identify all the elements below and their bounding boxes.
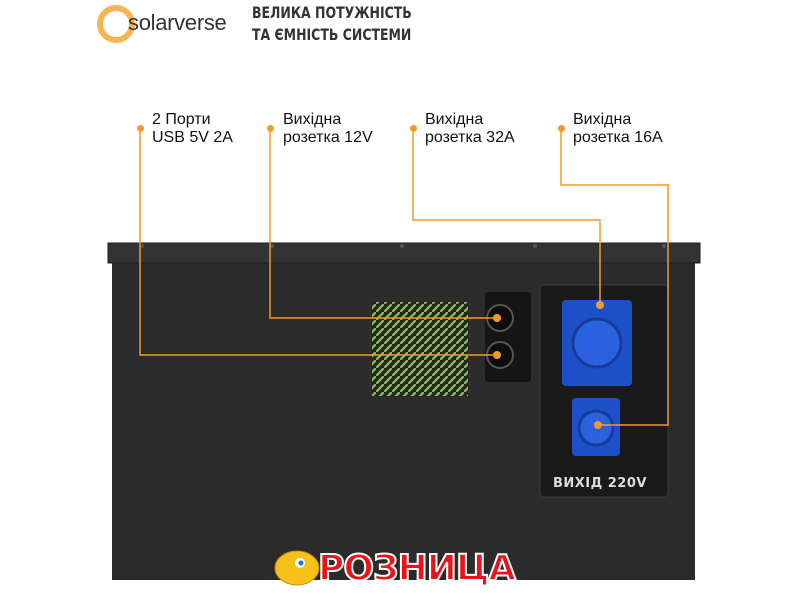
output-panel-label: ВИХІД 220V: [553, 476, 647, 491]
dc-socket-panel: [485, 292, 531, 382]
device-lid: [107, 242, 701, 264]
callout-line: Вихідна: [573, 111, 632, 128]
socket-32a-face: [571, 317, 623, 369]
brand-name: solarverse: [128, 10, 227, 35]
callout-12v: Вихідна розетка 12V: [283, 111, 373, 147]
brand-logo-icon: [97, 5, 135, 43]
callout-line: розетка 16A: [573, 129, 663, 146]
callout-line: USB 5V 2A: [152, 129, 233, 146]
callout-usb: 2 Порти USB 5V 2A: [152, 111, 233, 147]
callout-endpoints: [493, 301, 604, 429]
callout-dot: [558, 125, 565, 132]
headline-line2: ТА ЄМНІСТЬ СИСТЕМИ: [252, 25, 412, 44]
callout-line: 2 Порти: [152, 111, 211, 128]
callout-lines: [139, 128, 669, 426]
callout-line: Вихідна: [283, 111, 342, 128]
headline: ВЕЛИКА ПОТУЖНІСТЬ ТА ЄМНІСТЬ СИСТЕМИ: [252, 2, 412, 46]
headline-line1: ВЕЛИКА ПОТУЖНІСТЬ: [252, 3, 412, 22]
callout-dot: [137, 125, 144, 132]
callout-dot: [410, 125, 417, 132]
store-watermark: РОЗНИЦА: [317, 547, 517, 590]
vent-grille: [372, 302, 468, 396]
mascot-icon: [274, 550, 320, 586]
callout-16a: Вихідна розетка 16A: [573, 111, 663, 147]
lid-bolts: [140, 244, 666, 248]
callout-line: розетка 12V: [283, 129, 373, 146]
callout-line: Вихідна: [425, 111, 484, 128]
callout-line: розетка 32A: [425, 129, 515, 146]
callout-dot: [267, 125, 274, 132]
callout-32a: Вихідна розетка 32A: [425, 111, 515, 147]
